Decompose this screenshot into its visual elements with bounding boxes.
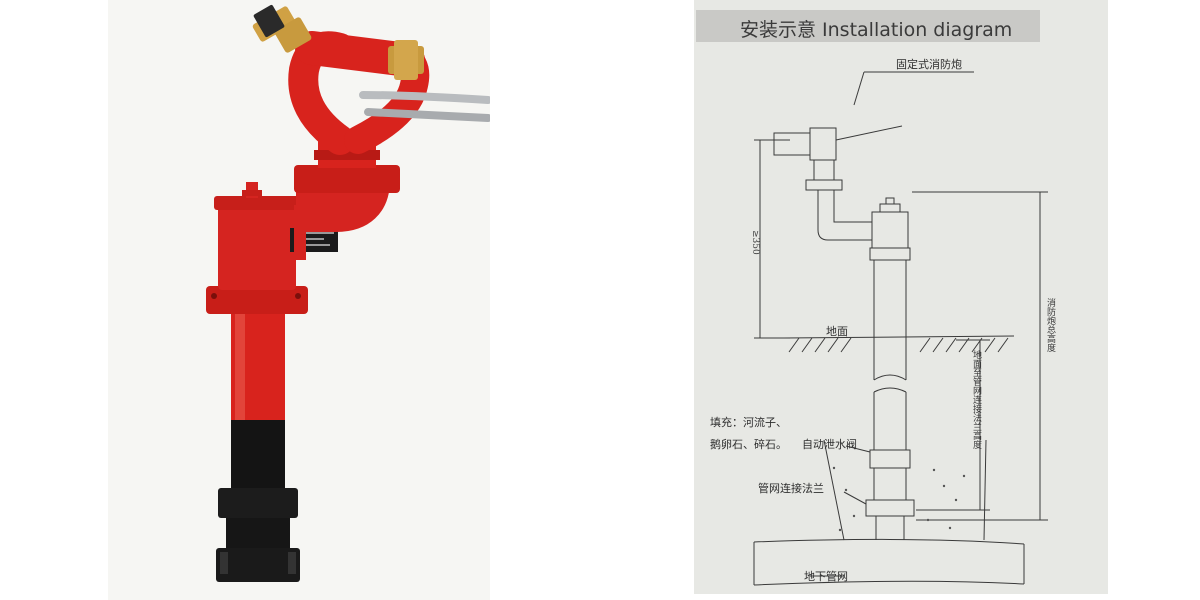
label-fixed-cannon: 固定式消防炮 xyxy=(896,58,962,71)
label-upper-dimension: ≥350 xyxy=(750,230,760,255)
diagram-header: 安装示意 Installation diagram xyxy=(696,10,1040,42)
product-photo xyxy=(108,0,490,600)
label-fill-1: 填充：河流子、 xyxy=(710,416,787,429)
diagram-title: 安装示意 Installation diagram xyxy=(740,19,1013,41)
label-flange: 管网连接法兰 xyxy=(758,482,824,495)
label-ground: 地面 xyxy=(826,325,848,338)
label-buried-depth: 地面至管网连接法兰高度 xyxy=(971,350,981,449)
label-total-height: 消防炮总高度 xyxy=(1045,298,1055,352)
label-fill-2: 鹅卵石、碎石。 xyxy=(710,438,787,451)
label-underground-pipe: 地下管网 xyxy=(804,570,848,583)
fire-monitor-illustration xyxy=(206,4,490,582)
label-drain-valve: 自动泄水阀 xyxy=(802,438,857,451)
installation-diagram: 安装示意 Installation diagram xyxy=(694,0,1108,594)
diagram-drawing xyxy=(753,71,1048,586)
